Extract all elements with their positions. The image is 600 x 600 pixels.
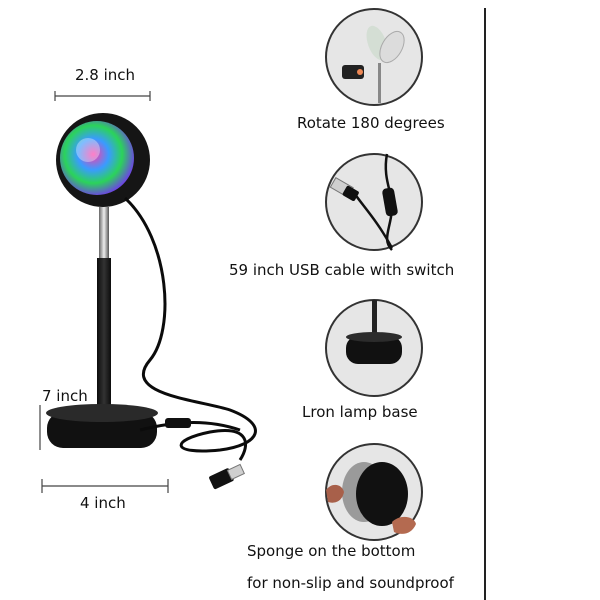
usb-cable bbox=[123, 196, 257, 461]
sponge-bottom-icon bbox=[325, 443, 423, 541]
feature-label-usb: 59 inch USB cable with switch bbox=[229, 261, 455, 279]
lamp-head bbox=[56, 113, 150, 207]
base-dimension-line bbox=[41, 479, 169, 493]
width-label: 2.8 inch bbox=[75, 66, 136, 84]
height-label: 7 inch bbox=[42, 387, 88, 405]
lamp-neck bbox=[99, 207, 109, 262]
lamp-illustration bbox=[39, 91, 257, 493]
cable-switch bbox=[165, 418, 191, 428]
feature-label-rotate: Rotate 180 degrees bbox=[297, 114, 445, 132]
usb-plug bbox=[209, 463, 245, 490]
right-divider bbox=[484, 8, 486, 600]
width-dimension-line bbox=[54, 91, 151, 101]
lamp-base-icon bbox=[325, 299, 423, 397]
feature-label-base: Lron lamp base bbox=[302, 403, 418, 421]
base-label: 4 inch bbox=[80, 494, 126, 512]
rotate-head-icon bbox=[325, 8, 423, 106]
lamp-base bbox=[46, 404, 158, 448]
usb-cable-switch-icon bbox=[325, 153, 423, 251]
feature-label-sponge-line2: for non-slip and soundproof bbox=[247, 574, 454, 592]
feature-label-sponge-line1: Sponge on the bottom bbox=[247, 542, 416, 560]
lamp-pole bbox=[97, 258, 111, 413]
